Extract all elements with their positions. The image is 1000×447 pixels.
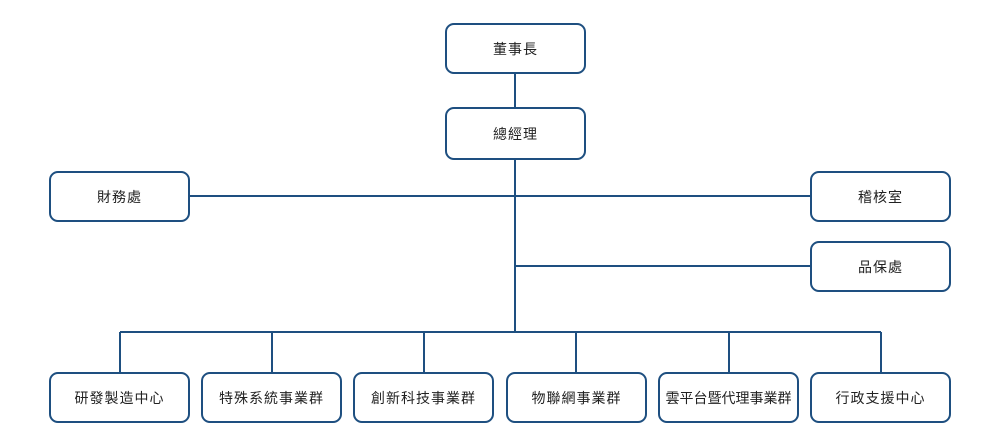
node-finance-label: 財務處 — [97, 189, 142, 206]
node-division: 行政支援中心 — [810, 372, 951, 423]
node-division-label: 雲平台暨代理事業群 — [665, 390, 792, 407]
node-division: 雲平台暨代理事業群 — [658, 372, 799, 423]
node-division-label: 特殊系統事業群 — [219, 390, 324, 407]
node-quality: 品保處 — [810, 241, 951, 292]
node-chairman-label: 董事長 — [493, 41, 538, 58]
node-division-label: 物聯網事業群 — [531, 390, 622, 407]
node-audit: 稽核室 — [810, 171, 951, 222]
node-finance: 財務處 — [49, 171, 190, 222]
node-division: 特殊系統事業群 — [201, 372, 342, 423]
node-president: 總經理 — [445, 107, 586, 160]
node-audit-label: 稽核室 — [858, 189, 903, 206]
node-division-label: 創新科技事業群 — [371, 390, 476, 407]
node-chairman: 董事長 — [445, 23, 586, 74]
node-quality-label: 品保處 — [858, 259, 903, 276]
node-president-label: 總經理 — [493, 126, 538, 143]
node-division: 物聯網事業群 — [506, 372, 647, 423]
node-division-label: 行政支援中心 — [835, 390, 926, 407]
node-division-label: 研發製造中心 — [74, 390, 165, 407]
node-division: 研發製造中心 — [49, 372, 190, 423]
node-division: 創新科技事業群 — [353, 372, 494, 423]
